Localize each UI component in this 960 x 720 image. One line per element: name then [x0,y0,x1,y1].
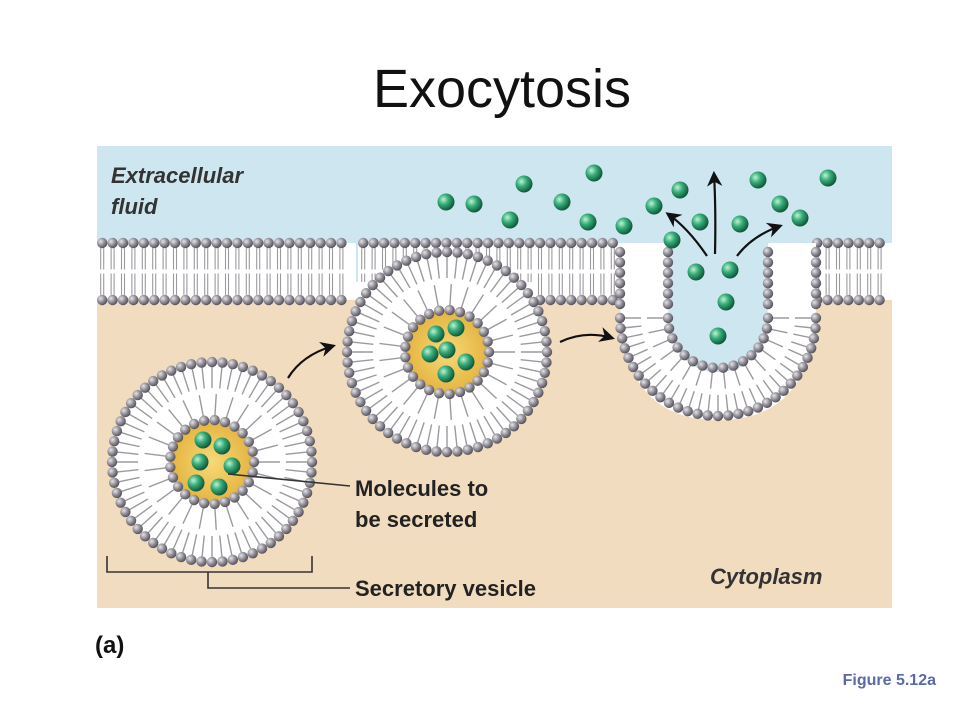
molecule [671,181,689,199]
extracellular-label-line1: Extracellular [111,163,245,188]
molecule [465,195,483,213]
membrane-segment [97,237,356,306]
arrows [287,170,783,379]
molecule [501,211,519,229]
molecule [447,319,465,337]
molecule [691,213,709,231]
vesicles [106,243,822,568]
arrow-vesicle-to-membrane [287,342,336,379]
vesicle-bilayer [614,312,822,422]
page-title: Exocytosis [372,59,632,119]
leader-lines [106,473,351,589]
molecule [553,193,571,211]
molecule [210,478,228,496]
extracellular-label-line2: fluid [111,194,158,219]
molecule [457,353,475,371]
molecule [721,261,739,279]
molecule [645,197,663,215]
molecule [819,169,837,187]
molecule [223,457,241,475]
molecules-leader [227,473,351,487]
molecule [421,345,439,363]
molecule [771,195,789,213]
molecule [709,327,727,345]
arrow-release-left [665,212,708,257]
secretory-vesicle-label: Secretory vesicle [355,576,536,601]
cytoplasm-label: Cytoplasm [710,564,822,589]
molecule [585,164,603,182]
membrane-segment [812,237,892,306]
arrow-release-up [706,170,723,255]
molecule [791,209,809,227]
molecule [427,325,445,343]
arrow-fusion [559,327,615,343]
figure-reference: Figure 5.12a [842,672,936,689]
molecule [213,437,231,455]
vesicle-bracket-stem [207,572,350,589]
molecule [191,453,209,471]
molecule [194,431,212,449]
molecule [731,215,749,233]
arrow-release-right [736,222,783,257]
molecule [438,341,456,359]
molecule [579,213,597,231]
molecule [515,175,533,193]
molecule [687,263,705,281]
molecule [187,474,205,492]
molecule [437,365,455,383]
molecule [615,217,633,235]
vesicle-bracket [106,556,313,573]
molecules-label-line2: be secreted [355,507,477,532]
molecule [749,171,767,189]
molecule [437,193,455,211]
panel-letter: (a) [95,632,125,659]
molecules [187,164,837,496]
molecule [663,231,681,249]
molecules-label-line1: Molecules to [355,476,488,501]
molecule [717,293,735,311]
